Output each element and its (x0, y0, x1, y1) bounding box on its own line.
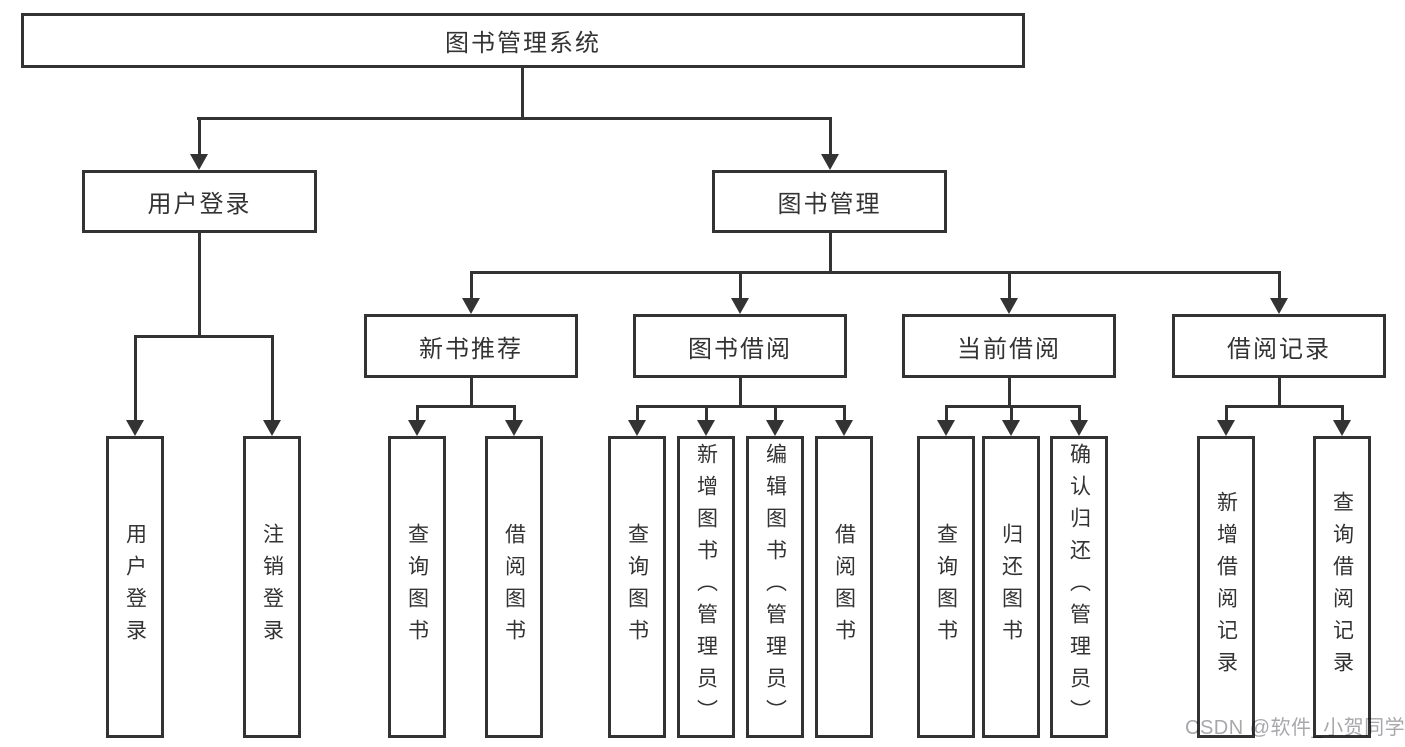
connector-line (469, 271, 473, 300)
connector-line (738, 378, 742, 407)
arrowhead-down-icon (628, 420, 646, 436)
arrowhead-down-icon (731, 298, 749, 314)
arrowhead-down-icon (505, 420, 523, 436)
connector-line (197, 233, 201, 335)
leaf-label: 借阅图书 (502, 523, 526, 651)
connector-line (635, 405, 639, 422)
leaf-label: 确认归还（管理员） (1067, 443, 1091, 731)
connector-line (1007, 271, 1011, 300)
connector-line (1007, 378, 1011, 407)
leaf-query-borrow-record: 查询借阅记录 (1313, 436, 1371, 738)
watermark: CSDN @软件_小贺同学 (1185, 717, 1405, 739)
leaf-label: 新增借阅记录 (1214, 491, 1238, 683)
arrowhead-down-icon (835, 420, 853, 436)
connector-line (1224, 405, 1228, 422)
leaf-label: 用户登录 (123, 523, 147, 651)
arrowhead-down-icon (697, 420, 715, 436)
arrowhead-down-icon (1217, 420, 1235, 436)
leaf-label: 编辑图书（管理员） (763, 443, 787, 731)
connector-line (197, 117, 832, 120)
node-book-borrow: 图书借阅 (633, 314, 847, 378)
connector-line (521, 68, 524, 117)
leaf-edit-book-admin: 编辑图书（管理员） (746, 436, 804, 738)
node-user-login: 用户登录 (82, 170, 317, 233)
leaf-user-login: 用户登录 (106, 436, 164, 738)
arrowhead-down-icon (190, 154, 208, 170)
leaf-borrow-books: 借阅图书 (815, 436, 873, 738)
connector-line (415, 405, 419, 422)
arrowhead-down-icon (263, 420, 281, 436)
node-book-management: 图书管理 (712, 170, 947, 233)
leaf-return-book: 归还图书 (982, 436, 1040, 738)
connector-line (197, 117, 201, 156)
arrowhead-down-icon (1002, 420, 1020, 436)
connector-line (944, 405, 948, 422)
leaf-label: 查询借阅记录 (1330, 491, 1354, 683)
connector-line (828, 117, 832, 156)
arrowhead-down-icon (766, 420, 784, 436)
connector-line (773, 405, 777, 422)
arrowhead-down-icon (1270, 298, 1288, 314)
connector-line (1277, 271, 1281, 300)
connector-line (944, 405, 1081, 408)
arrowhead-down-icon (821, 154, 839, 170)
leaf-confirm-return-admin: 确认归还（管理员） (1050, 436, 1108, 738)
connector-line (415, 405, 516, 408)
connector-line (1340, 405, 1344, 422)
arrowhead-down-icon (1333, 420, 1351, 436)
connector-line (512, 405, 516, 422)
leaf-add-book-admin: 新增图书（管理员） (677, 436, 735, 738)
leaf-label: 归还图书 (999, 523, 1023, 651)
leaf-borrow-books-recommend: 借阅图书 (485, 436, 543, 738)
connector-line (1009, 405, 1013, 422)
arrowhead-down-icon (937, 420, 955, 436)
leaf-label: 借阅图书 (832, 523, 856, 651)
connector-line (635, 405, 846, 408)
arrowhead-down-icon (1070, 420, 1088, 436)
leaf-label: 查询图书 (625, 523, 649, 651)
arrowhead-down-icon (1000, 298, 1018, 314)
leaf-query-books-borrow: 查询图书 (608, 436, 666, 738)
leaf-label: 查询图书 (405, 523, 429, 651)
connector-line (828, 233, 832, 273)
arrowhead-down-icon (126, 420, 144, 436)
leaf-query-books-current: 查询图书 (917, 436, 975, 738)
connector-line (270, 335, 274, 422)
node-root: 图书管理系统 (21, 13, 1025, 68)
connector-line (704, 405, 708, 422)
connector-line (1077, 405, 1081, 422)
leaf-logout: 注销登录 (243, 436, 301, 738)
node-new-book-recommend: 新书推荐 (364, 314, 578, 378)
connector-line (1224, 405, 1344, 408)
arrowhead-down-icon (408, 420, 426, 436)
node-borrow-records: 借阅记录 (1172, 314, 1386, 378)
connector-line (133, 335, 274, 338)
connector-line (738, 271, 742, 300)
leaf-label: 注销登录 (260, 523, 284, 651)
arrowhead-down-icon (462, 298, 480, 314)
connector-line (469, 271, 1281, 274)
leaf-add-borrow-record: 新增借阅记录 (1197, 436, 1255, 738)
node-current-borrow: 当前借阅 (902, 314, 1116, 378)
connector-line (842, 405, 846, 422)
leaf-query-books-recommend: 查询图书 (388, 436, 446, 738)
connector-line (1277, 378, 1281, 407)
leaf-label: 新增图书（管理员） (694, 443, 718, 731)
connector-line (133, 335, 137, 422)
connector-line (469, 378, 473, 407)
leaf-label: 查询图书 (934, 523, 958, 651)
